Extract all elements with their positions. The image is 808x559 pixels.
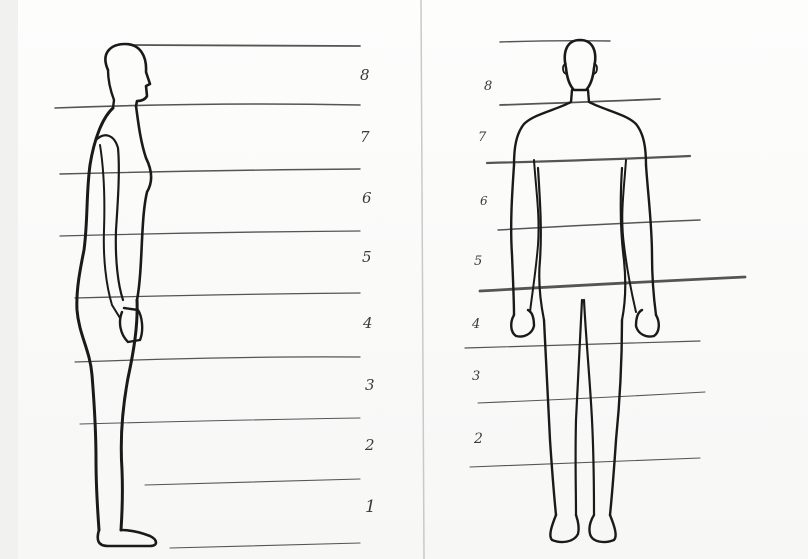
right-left-leg-outer — [544, 320, 556, 515]
right-guide-line-4 — [480, 277, 745, 291]
left-guide-line-5 — [60, 231, 360, 236]
right-number-8: 8 — [484, 79, 492, 94]
left-front-torso — [136, 106, 151, 300]
right-left-leg-inner — [576, 300, 582, 515]
left-back-of-head — [108, 70, 114, 108]
left-number-4: 4 — [362, 314, 373, 332]
left-guide-line-0 — [170, 543, 360, 548]
right-left-shoulder — [514, 90, 572, 165]
right-number-4: 4 — [471, 317, 480, 332]
left-guide-line-3 — [75, 357, 360, 362]
right-head — [565, 40, 595, 90]
left-guide-line-7 — [55, 104, 360, 108]
right-number-5: 5 — [474, 254, 482, 269]
left-number-2: 2 — [364, 436, 375, 454]
left-numbers: 8 7 6 5 4 3 2 1 — [360, 66, 376, 517]
left-number-7: 7 — [360, 128, 370, 146]
right-guide-line-3 — [465, 341, 700, 348]
right-right-leg-outer — [610, 320, 622, 515]
left-number-5: 5 — [362, 248, 372, 266]
right-guide-lines — [465, 41, 745, 467]
right-guide-line-1 — [470, 458, 700, 467]
right-right-leg-inner — [584, 300, 594, 515]
right-number-2: 2 — [473, 431, 483, 447]
left-guide-line-1 — [145, 479, 360, 485]
left-number-3: 3 — [365, 376, 375, 394]
page-edge-shadow — [0, 0, 18, 559]
right-number-3: 3 — [472, 369, 480, 384]
right-right-foot — [589, 515, 615, 542]
left-foot — [98, 530, 156, 546]
right-figure-front-view — [511, 40, 659, 542]
page-fold — [421, 0, 424, 559]
left-number-1: 1 — [365, 497, 376, 517]
right-left-arm-outer — [511, 165, 514, 315]
right-guide-line-7 — [500, 99, 660, 105]
right-guide-line-6 — [487, 156, 690, 163]
left-number-8: 8 — [360, 66, 370, 84]
right-numbers: 8 7 6 5 4 3 2 — [471, 79, 492, 447]
right-left-foot — [550, 515, 578, 542]
left-guide-lines — [55, 45, 360, 548]
left-back-outline — [77, 108, 113, 530]
left-number-6: 6 — [362, 189, 372, 207]
left-arm-outer — [96, 135, 123, 300]
right-guide-line-8 — [500, 41, 610, 42]
right-right-arm-outer — [646, 165, 656, 315]
right-number-7: 7 — [478, 130, 487, 145]
left-guide-line-8 — [130, 45, 360, 46]
right-number-6: 6 — [480, 194, 488, 208]
left-figure-side-profile — [77, 44, 156, 546]
left-guide-line-6 — [60, 169, 360, 174]
left-hand — [120, 308, 142, 342]
right-guide-line-5 — [498, 220, 700, 230]
left-guide-line-4 — [75, 293, 360, 298]
